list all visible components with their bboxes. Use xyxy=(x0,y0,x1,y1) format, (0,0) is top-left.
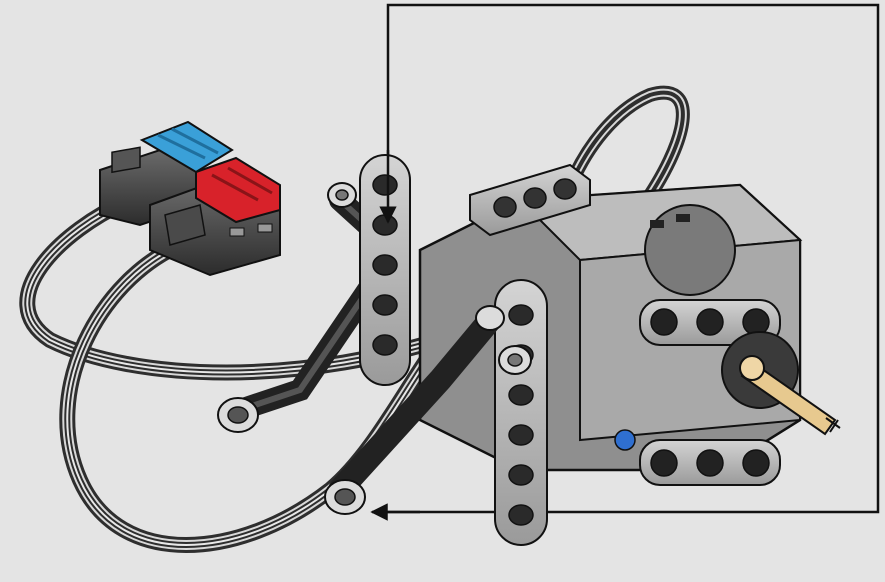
axle-icon xyxy=(739,355,841,436)
cable-plugs xyxy=(99,120,281,277)
studless-beam-right xyxy=(494,279,548,546)
plug-red-top xyxy=(195,156,281,224)
plug-blue-top xyxy=(139,120,234,174)
lower-arm xyxy=(324,305,532,515)
callout-frame xyxy=(380,3,880,514)
studless-beam-left xyxy=(359,154,411,386)
motor-front-frame xyxy=(614,299,841,486)
callout-arrows xyxy=(370,150,420,521)
cable-2 xyxy=(59,237,488,553)
